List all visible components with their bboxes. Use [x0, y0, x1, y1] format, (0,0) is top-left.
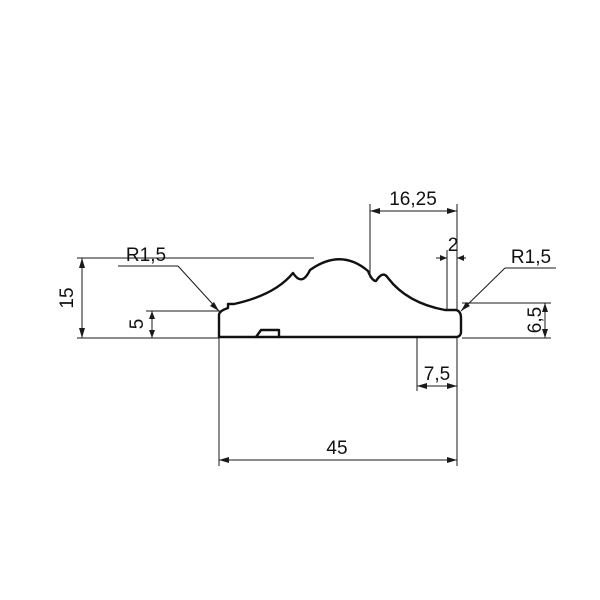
- dimension-overall-height: 15: [57, 257, 314, 339]
- radius-right-label: R1,5: [511, 247, 551, 268]
- dimension-bottom-offset: 7,5: [416, 338, 458, 391]
- dimension-crown-width: 16,25: [369, 189, 458, 310]
- profile-outline: [217, 258, 463, 339]
- bottom-offset-label: 7,5: [424, 364, 450, 385]
- dimension-overall-width: 45: [218, 338, 458, 466]
- dimension-step-width: 2: [436, 235, 466, 310]
- right-height-label: 6,5: [525, 307, 546, 333]
- radius-left-label: R1,5: [126, 245, 166, 266]
- bottom-groove: [254, 328, 281, 339]
- crown-width-label: 16,25: [389, 189, 437, 210]
- dimension-right-height: 6,5: [462, 302, 551, 339]
- step-width-label: 2: [448, 235, 459, 256]
- dimension-radius-left: R1,5: [118, 245, 220, 312]
- overall-height-label: 15: [57, 287, 78, 308]
- dimension-radius-right: R1,5: [460, 247, 556, 312]
- base-height-label: 5: [127, 319, 148, 330]
- dimension-base-height: 5: [127, 310, 220, 338]
- overall-width-label: 45: [326, 438, 347, 459]
